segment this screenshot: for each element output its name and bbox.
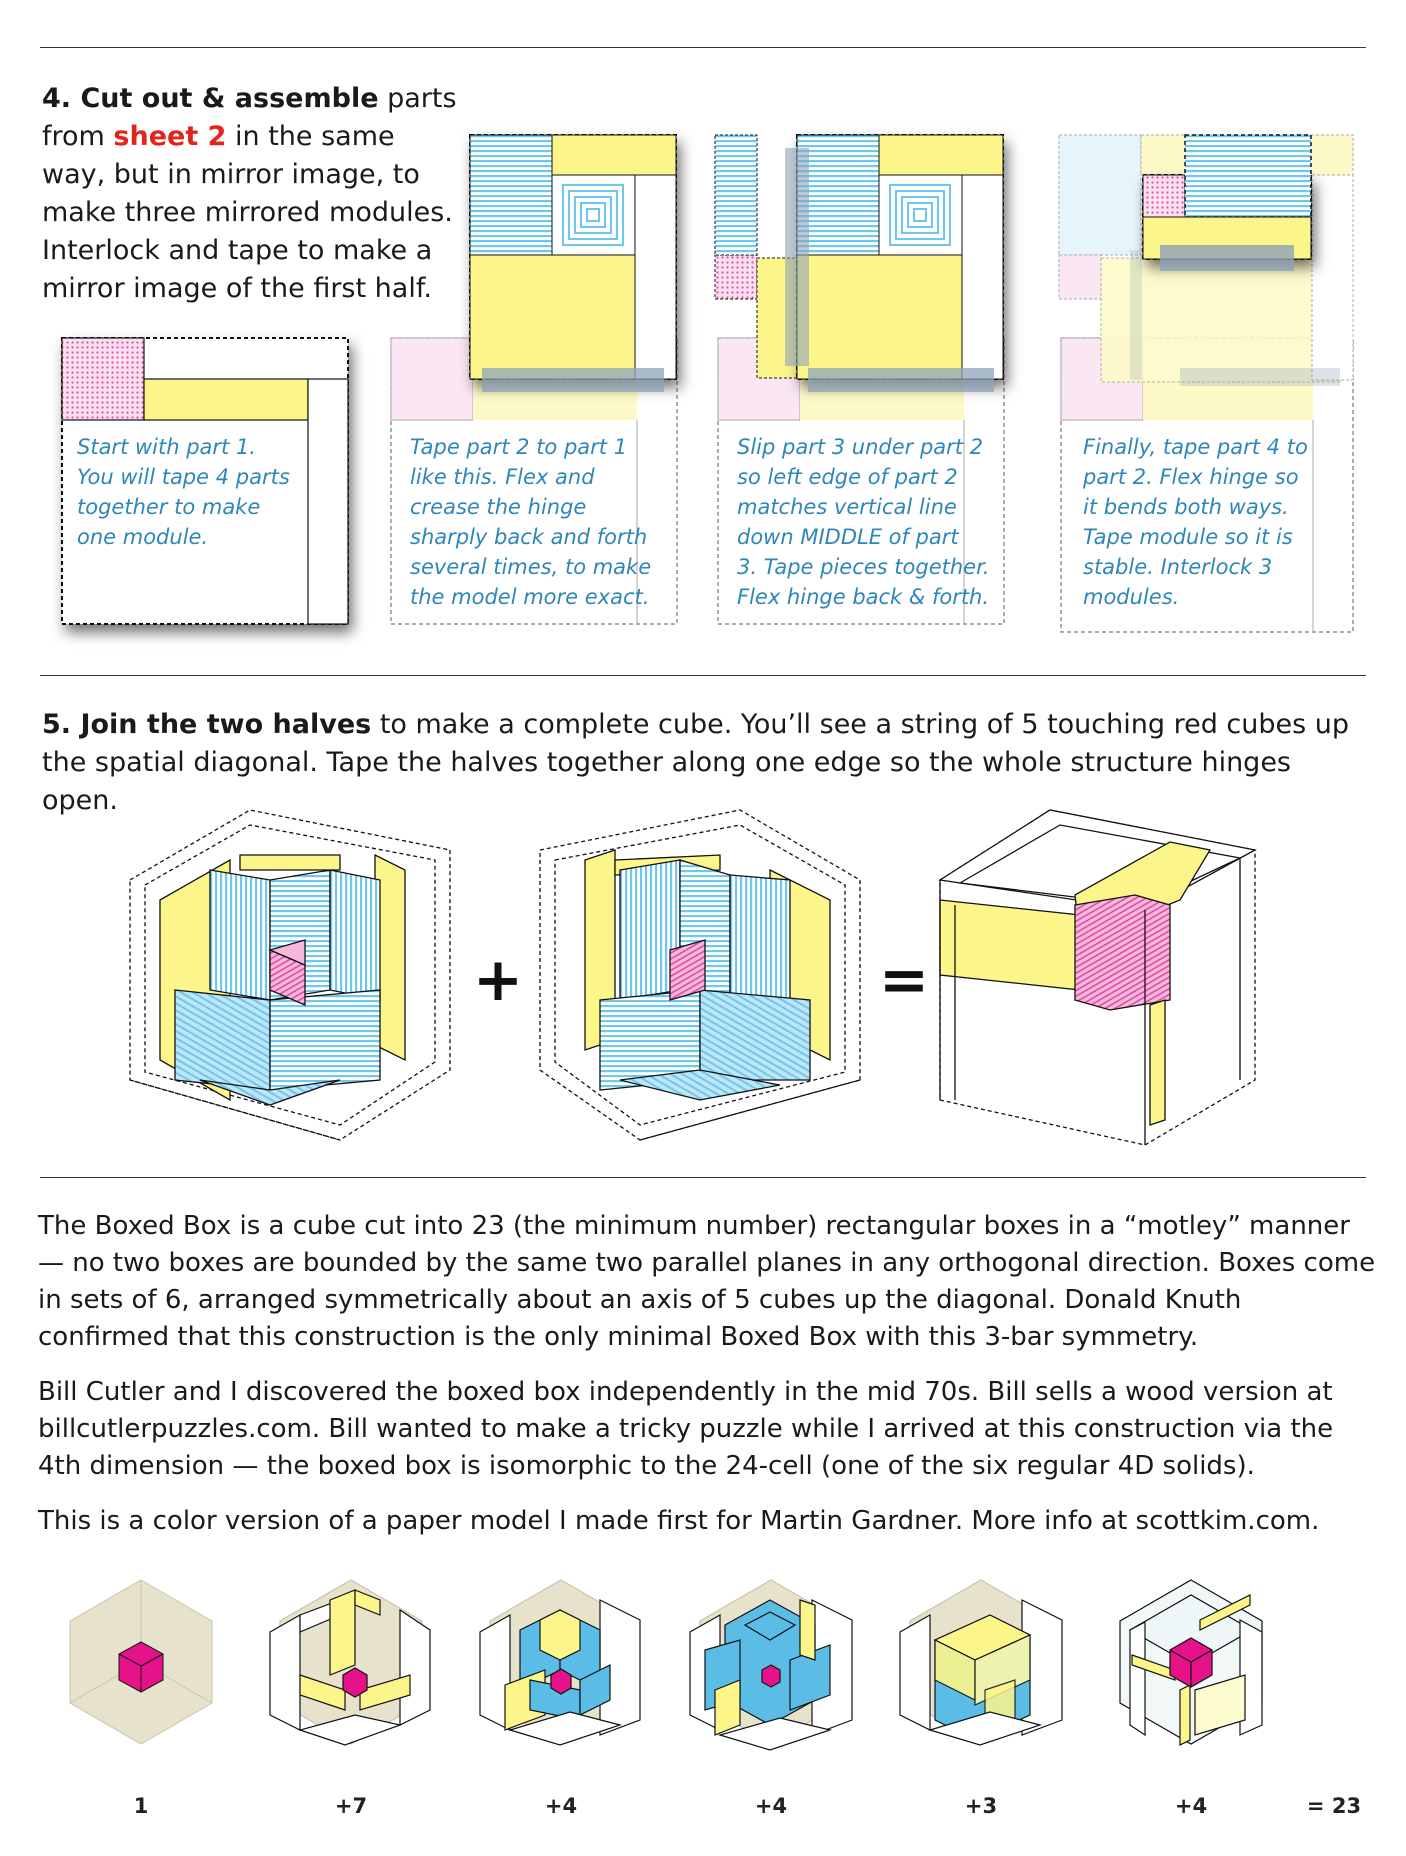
caption-line: part 2. Flex hinge so xyxy=(1083,465,1299,489)
paragraph-credits: This is a color version of a paper model… xyxy=(38,1506,1320,1536)
step-4-instructions: 4. Cut out & assemble parts from sheet 2… xyxy=(42,80,462,308)
caption-line: one module. xyxy=(77,525,209,549)
rule-bottom xyxy=(40,1177,1366,1178)
left-half-model xyxy=(129,809,451,1141)
panel-2 xyxy=(390,134,678,625)
caption-panel-3: Slip part 3 under part 2 so left edge of… xyxy=(737,432,1007,612)
pink-square xyxy=(61,337,145,421)
sequence-figure-6 xyxy=(1119,1579,1263,1746)
rule-middle xyxy=(40,675,1366,676)
white-strip xyxy=(307,378,349,625)
step-5-instructions: 5. Join the two halves to make a complet… xyxy=(42,706,1372,820)
caption-line: Tape part 2 to part 1 xyxy=(410,435,628,459)
caption-line: matches vertical line xyxy=(737,495,957,519)
plus-sign: + xyxy=(473,945,523,1015)
complete-cube xyxy=(938,809,1257,1146)
caption-line: 3. Tape pieces together. xyxy=(737,555,990,579)
step-5-heading: 5. Join the two halves xyxy=(42,709,372,740)
caption-line: Flex hinge back & forth. xyxy=(737,585,990,609)
sequence-label: +4 xyxy=(754,1794,788,1818)
sequence-figure-2 xyxy=(269,1579,431,1746)
caption-line: You will tape 4 parts xyxy=(77,465,290,489)
caption-line: the model more exact. xyxy=(410,585,650,609)
caption-line: modules. xyxy=(1083,585,1180,609)
paragraph-description: The Boxed Box is a cube cut into 23 (the… xyxy=(38,1211,1376,1352)
caption-line: crease the hinge xyxy=(410,495,587,519)
rule-top xyxy=(40,47,1366,48)
sequence-label: 1 xyxy=(133,1794,149,1818)
caption-line: so left edge of part 2 xyxy=(737,465,958,489)
panel-4 xyxy=(1058,134,1354,633)
sequence-figure-1 xyxy=(69,1579,213,1745)
step-4-text-a: parts from xyxy=(42,83,457,152)
step-5-text: to make a complete cube. You’ll see a st… xyxy=(42,709,1350,816)
caption-line: several times, to make xyxy=(410,555,652,579)
paragraph-history: Bill Cutler and I discovered the boxed b… xyxy=(38,1377,1334,1481)
step-4-heading: 4. Cut out & assemble xyxy=(42,83,379,114)
step-4-text-b: in the same way, but in mirror image, to… xyxy=(42,121,453,304)
caption-line: Start with part 1. xyxy=(77,435,256,459)
sequence-label: +4 xyxy=(544,1794,578,1818)
sequence-label: +3 xyxy=(964,1794,998,1818)
sheet-2-label: sheet 2 xyxy=(113,121,227,152)
caption-line: down MIDDLE of part xyxy=(737,525,959,549)
sequence-figure-4 xyxy=(689,1579,853,1751)
caption-line: Tape module so it is xyxy=(1083,525,1293,549)
caption-line: stable. Interlock 3 xyxy=(1083,555,1273,579)
caption-line: it bends both ways. xyxy=(1083,495,1289,519)
caption-panel-2: Tape part 2 to part 1 like this. Flex an… xyxy=(410,432,680,612)
caption-panel-4: Finally, tape part 4 to part 2. Flex hin… xyxy=(1083,432,1343,612)
caption-line: Finally, tape part 4 to xyxy=(1083,435,1308,459)
sequence-label: +4 xyxy=(1174,1794,1208,1818)
caption-line: sharply back and forth xyxy=(410,525,648,549)
caption-line: Slip part 3 under part 2 xyxy=(737,435,984,459)
caption-panel-1: Start with part 1. You will tape 4 parts… xyxy=(77,432,337,552)
sequence-figure-5 xyxy=(899,1579,1063,1746)
panel-3 xyxy=(714,134,1005,625)
sequence-total: = 23 xyxy=(1306,1794,1362,1818)
right-half-model xyxy=(539,809,861,1141)
equals-sign: = xyxy=(879,945,929,1015)
sequence-figure-3 xyxy=(479,1579,641,1746)
yellow-strip xyxy=(143,378,309,421)
caption-line: like this. Flex and xyxy=(410,465,595,489)
sequence-label: +7 xyxy=(334,1794,368,1818)
caption-line: together to make xyxy=(77,495,261,519)
